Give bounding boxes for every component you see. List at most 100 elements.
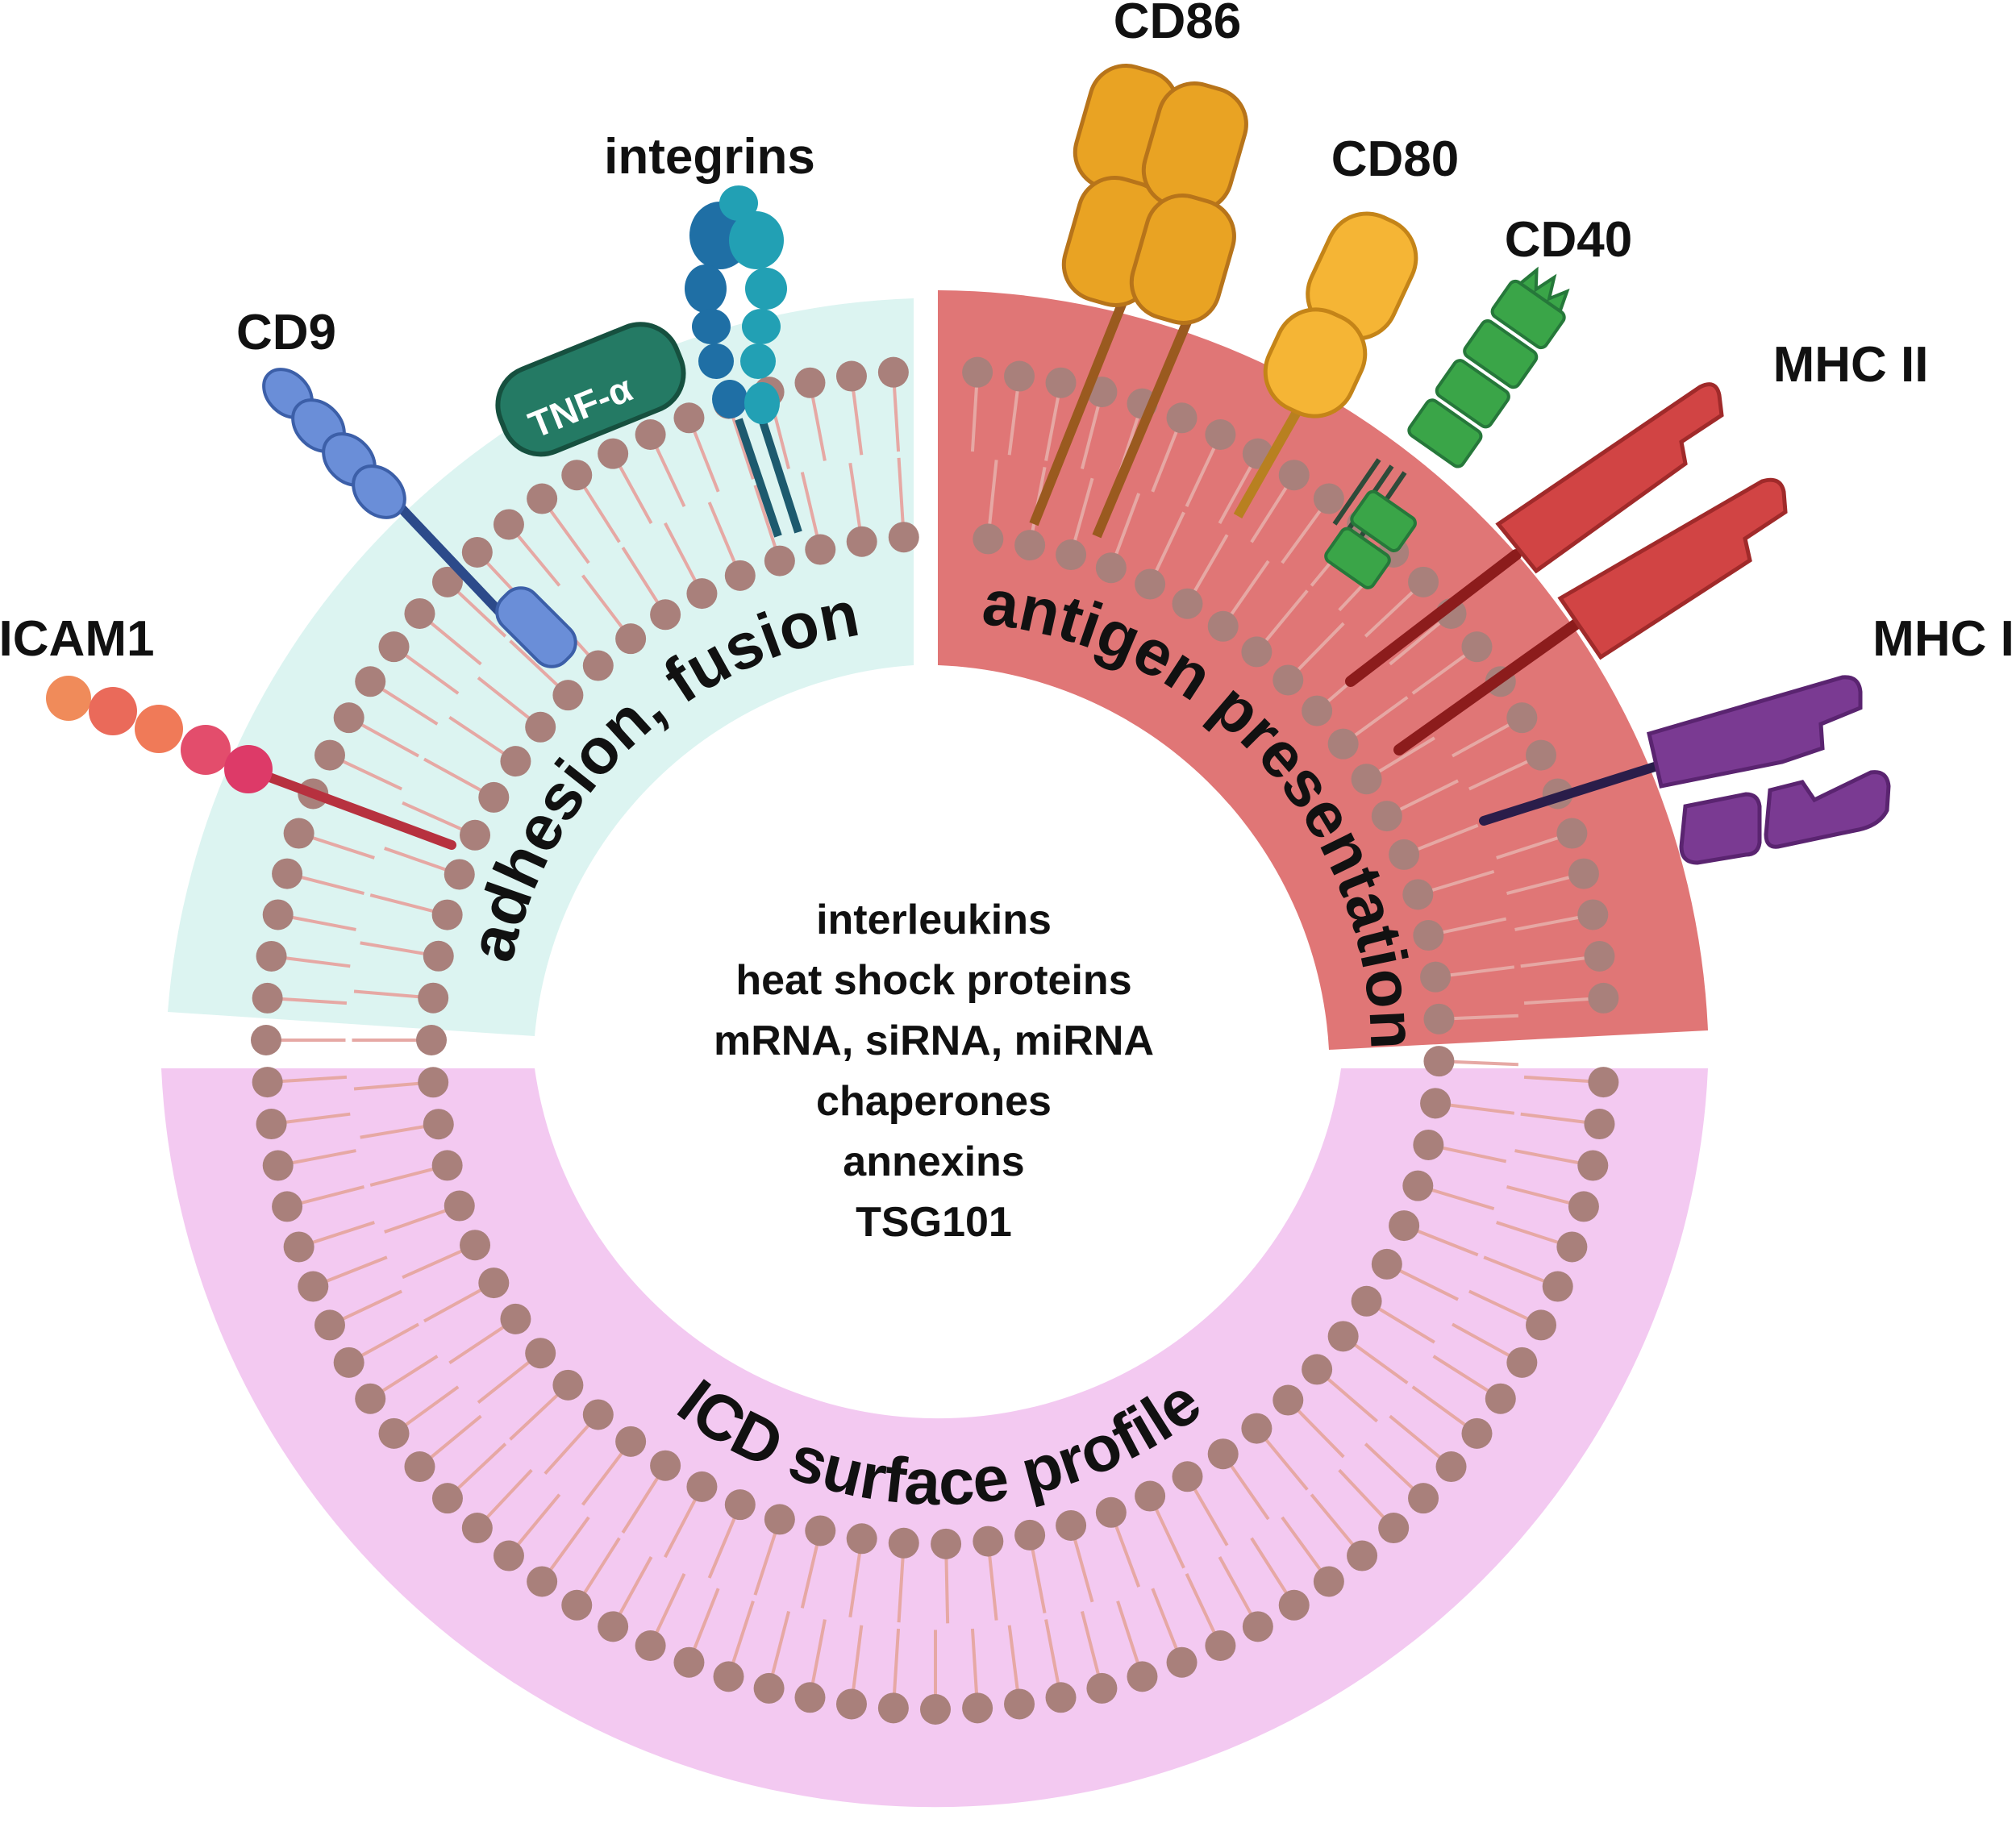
lipid-head: [1420, 1088, 1452, 1119]
lipid-head: [888, 1527, 919, 1559]
lipid-head: [527, 483, 558, 514]
cd9-label: CD9: [236, 305, 336, 360]
lipid-head: [1402, 1170, 1434, 1201]
lipid-bilayer: [251, 356, 1619, 1725]
lipid-head: [1004, 360, 1035, 392]
lipid-head: [1584, 1109, 1615, 1140]
lipid-head: [673, 402, 705, 434]
lipid-head: [1423, 1046, 1455, 1077]
lipid-head: [1313, 483, 1344, 514]
lipid-head: [673, 1646, 705, 1678]
lipid-head: [805, 534, 836, 565]
lipid-head: [1207, 1438, 1239, 1470]
lipid-head: [423, 940, 454, 972]
lipid-head: [1402, 879, 1434, 910]
icd-region-band: [161, 1068, 1708, 1808]
lipid-head: [256, 940, 287, 972]
lipid-head: [1568, 1191, 1599, 1222]
lipid-head: [1241, 1413, 1272, 1444]
lipid-head: [1556, 1231, 1588, 1263]
icam1-label: ICAM1: [0, 611, 154, 667]
lipid-head: [1166, 402, 1198, 434]
lipid-head: [262, 1150, 294, 1181]
lipid-head: [404, 1451, 435, 1483]
lipid-head: [650, 599, 681, 631]
lipid-head: [753, 1672, 785, 1704]
cd80-protein-icon: [1233, 211, 1418, 518]
lipid-head: [920, 1694, 951, 1725]
lipid-head: [552, 1369, 584, 1401]
lipid-head: [1302, 695, 1333, 726]
mhc1-label: MHC I: [1872, 611, 2014, 667]
lipid-head: [461, 1513, 493, 1544]
cd40-label: CD40: [1505, 212, 1633, 268]
lipid-head: [635, 1630, 666, 1662]
lipid-head: [1351, 764, 1382, 795]
lipid-head: [962, 356, 993, 388]
lipid-head: [888, 522, 919, 553]
lipid-head: [1056, 539, 1087, 571]
lipid-head: [500, 1303, 531, 1334]
lipid-head: [1056, 1509, 1087, 1541]
lipid-head: [416, 1025, 447, 1055]
lipid-head: [444, 859, 475, 890]
lipid-head: [1588, 982, 1619, 1014]
lipid-head: [1577, 899, 1609, 930]
cd86-protein-icon: [1029, 63, 1248, 539]
lipid-head: [1045, 367, 1077, 398]
lipid-head: [256, 1109, 287, 1140]
cargo-list: interleukins heat shock proteins mRNA, s…: [714, 897, 1154, 1246]
lipid-head: [1461, 1417, 1493, 1449]
lipid-head: [1506, 702, 1538, 734]
lipid-head: [493, 1540, 524, 1571]
lipid-head: [794, 1682, 826, 1713]
lipid-head: [962, 1692, 993, 1724]
lipid-head: [1347, 1540, 1378, 1571]
lipid-head: [1327, 728, 1359, 760]
lipid-head: [1014, 530, 1046, 561]
lipid-head: [314, 1309, 345, 1341]
lipid-head: [418, 982, 449, 1014]
lipid-head: [1435, 1451, 1467, 1483]
lipid-head: [1086, 1672, 1118, 1704]
lipid-head: [252, 982, 283, 1014]
cargo-item: heat shock proteins: [735, 957, 1131, 1004]
cargo-item: interleukins: [816, 897, 1052, 943]
cargo-item: annexins: [843, 1138, 1024, 1185]
lipid-head: [1014, 1519, 1046, 1551]
lipid-head: [794, 367, 826, 398]
lipid-head: [500, 746, 531, 777]
lipid-head: [251, 1025, 281, 1055]
lipid-head: [615, 1426, 647, 1457]
lipid-head: [283, 1231, 314, 1263]
lipid-head: [1272, 664, 1304, 696]
lipid-head: [1241, 636, 1272, 668]
lipid-head: [525, 711, 556, 743]
mhc2-label: MHC II: [1773, 337, 1929, 393]
lipid-head: [404, 597, 435, 629]
lipid-head: [1172, 588, 1203, 619]
cd80-label: CD80: [1331, 131, 1460, 187]
lipid-head: [1506, 1347, 1538, 1378]
lipid-head: [764, 545, 795, 577]
lipid-head: [1542, 1271, 1573, 1302]
lipid-head: [598, 1611, 629, 1642]
lipid-head: [561, 1589, 593, 1621]
lipid-head: [1568, 858, 1599, 889]
lipid-head: [1423, 1003, 1455, 1034]
lipid-head: [1207, 610, 1239, 642]
lipid-head: [835, 360, 867, 392]
lipid-head: [1045, 1682, 1077, 1713]
lipid-head: [973, 523, 1004, 555]
lipid-head: [1413, 920, 1444, 951]
lipid-head: [1327, 1321, 1359, 1352]
lipid-head: [1095, 552, 1127, 584]
lipid-head: [527, 1566, 558, 1597]
lipid-head: [333, 702, 364, 734]
lipid-head: [1135, 568, 1166, 600]
lipid-head: [1588, 1067, 1619, 1098]
mhc1-protein-icon: [1479, 675, 1891, 865]
lipid-head: [846, 526, 877, 557]
lipid-head: [252, 1067, 283, 1098]
